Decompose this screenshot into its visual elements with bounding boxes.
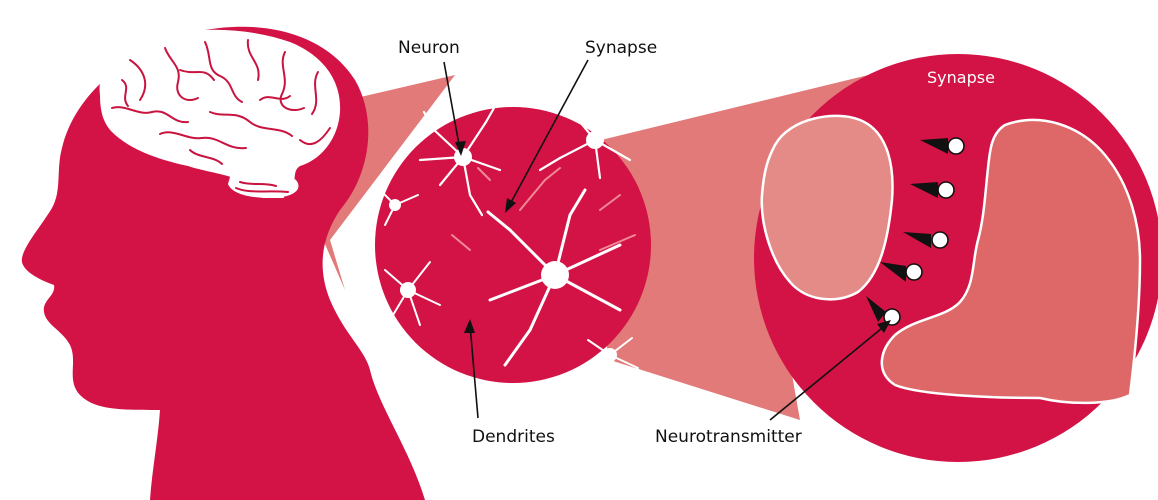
synapse-magnified-view	[754, 54, 1158, 462]
synapse-zoom-label: Synapse	[927, 68, 995, 87]
neuron-magnified-view	[375, 107, 651, 383]
dendrites-label: Dendrites	[472, 427, 555, 447]
neurotransmitter-label: Neurotransmitter	[655, 427, 802, 447]
synapse-label: Synapse	[585, 38, 657, 58]
neuron-label: Neuron	[398, 38, 460, 58]
presynaptic-cell	[762, 116, 893, 299]
